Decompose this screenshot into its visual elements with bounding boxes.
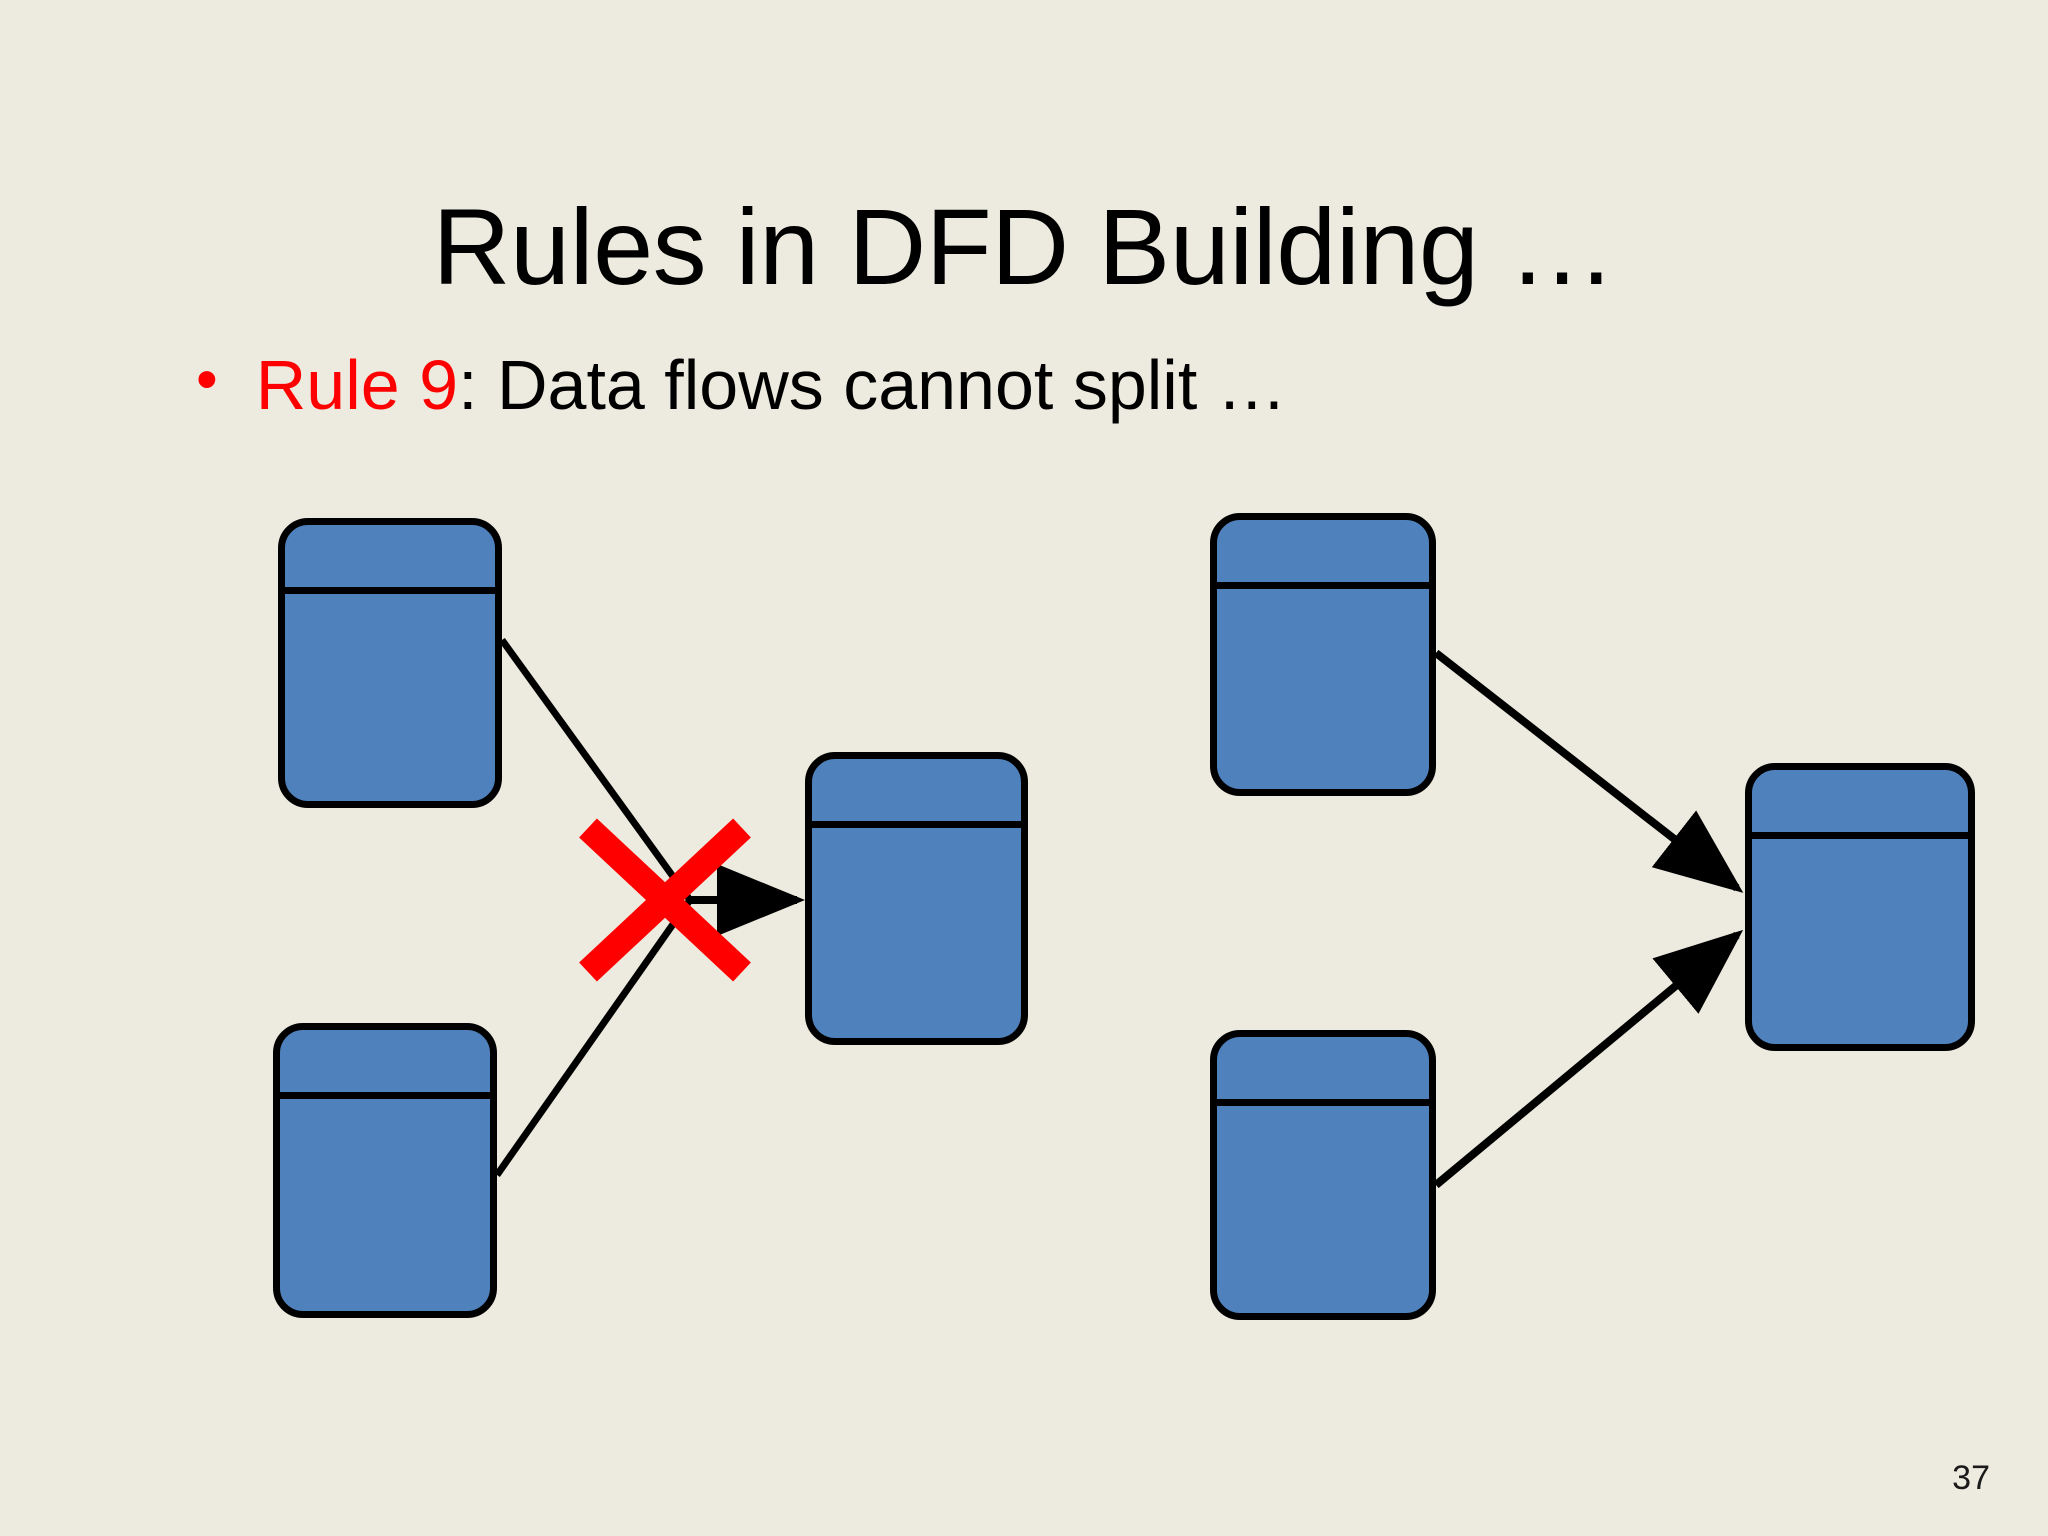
flow-line-bottom-left-to-junction bbox=[494, 897, 693, 1178]
target-box-middle[interactable] bbox=[805, 752, 1028, 1045]
flow-arrow-top-right-to-target bbox=[1433, 649, 1744, 893]
box-divider-line bbox=[284, 587, 496, 594]
box-divider-line bbox=[1216, 1099, 1430, 1106]
bullet-rest-text: : Data flows cannot split … bbox=[458, 346, 1287, 424]
source-box-top-left[interactable] bbox=[278, 518, 502, 808]
bullet-highlight-text: Rule 9 bbox=[255, 346, 459, 424]
box-divider-line bbox=[279, 1092, 491, 1099]
box-divider-line bbox=[811, 821, 1022, 828]
flow-arrow-bottom-right-to-target bbox=[1433, 929, 1744, 1189]
bullet-marker-icon: • bbox=[196, 345, 218, 414]
box-divider-line bbox=[1751, 832, 1969, 839]
bullet-item: • Rule 9 : Data flows cannot split … bbox=[196, 330, 1896, 440]
source-box-bottom-left[interactable] bbox=[273, 1023, 497, 1318]
invalid-cross-icon bbox=[579, 818, 751, 982]
flow-line-top-left-to-junction bbox=[499, 637, 693, 903]
page-title: Rules in DFD Building … bbox=[432, 186, 1616, 308]
box-divider-line bbox=[1216, 582, 1430, 589]
source-box-bottom-right[interactable] bbox=[1210, 1030, 1436, 1320]
source-box-top-right[interactable] bbox=[1210, 513, 1436, 796]
page-number: 37 bbox=[1952, 1459, 1990, 1497]
target-box-right[interactable] bbox=[1745, 763, 1975, 1051]
